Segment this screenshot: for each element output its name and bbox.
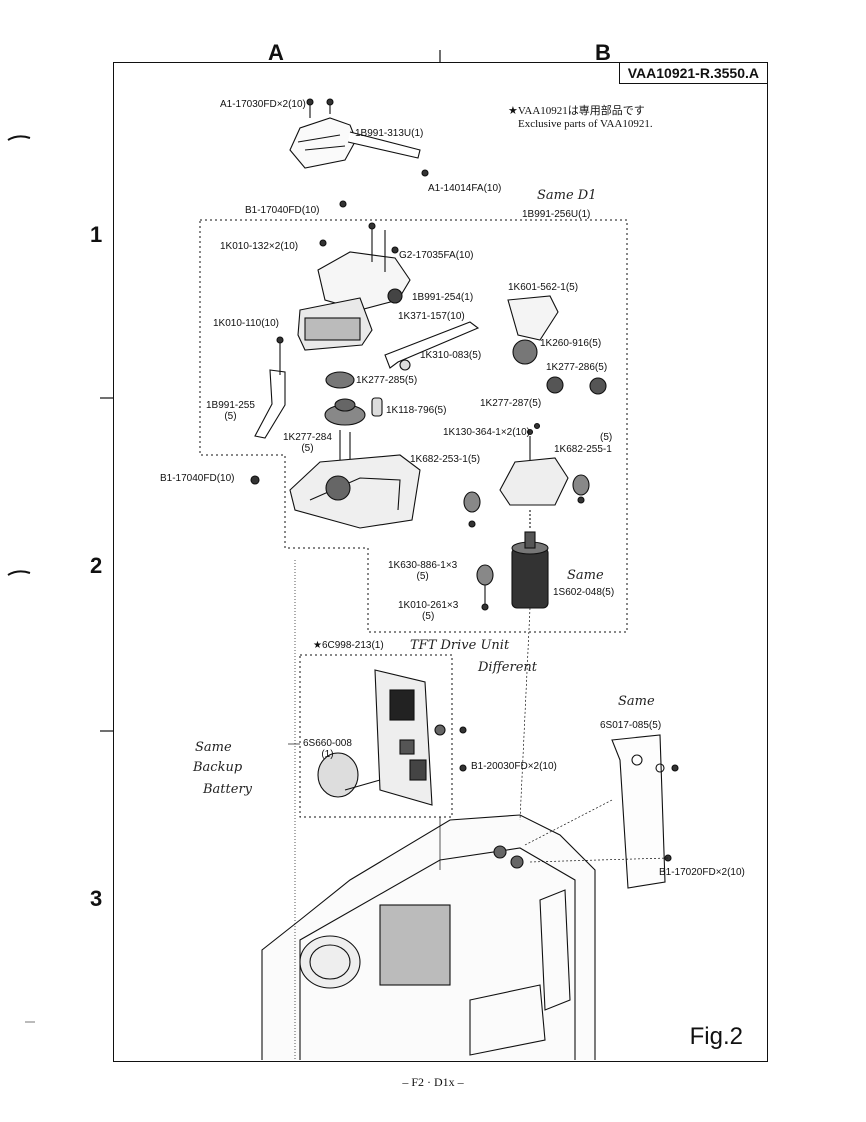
left-lever (254, 336, 286, 439)
part-label-1k601-562-1: 1K601-562-1(5) (508, 282, 579, 293)
handwritten-backup-line2: Backup (193, 760, 243, 775)
part-label-1k277-284-qty: (5) (301, 443, 314, 454)
right-plate (611, 734, 679, 889)
part-label-6s017-085: 6S017-085(5) (600, 720, 662, 731)
part-label-b1-20030fd: B1-20030FD×2(10) (471, 761, 557, 772)
part-label-1k310-083: 1K310-083(5) (420, 350, 482, 361)
handwritten-same-motor: Same (567, 568, 604, 583)
handwritten-same-right: Same (618, 694, 655, 709)
part-label-1k682-253-1: 1K682-253-1(5) (410, 454, 481, 465)
part-label-6s660-008-number: 6S660-008 (303, 738, 352, 749)
lower-base (250, 454, 421, 529)
row-label-2: 2 (90, 553, 103, 578)
part-label-6c998-213: ★6C998-213(1) (313, 640, 384, 651)
part-label-a1-17030fd: A1-17030FD×2(10) (220, 99, 306, 110)
part-label-g2-17035fa: G2-17035FA(10) (399, 250, 474, 261)
part-label-1k277-284: 1K277-284 (5) (283, 432, 332, 454)
part-label-6s660-008: 6S660-008 (1) (303, 738, 352, 760)
part-label-1k260-916: 1K260-916(5) (540, 338, 602, 349)
part-label-6s660-008-qty: (1) (321, 749, 334, 760)
tft-drive-board (317, 669, 467, 806)
column-label-a: A (268, 40, 284, 65)
part-label-1b991-313u: 1B991-313U(1) (355, 128, 424, 139)
exclusive-parts-note: ★VAA10921は専用部品です Exclusive parts of VAA1… (508, 105, 653, 131)
page-footer: – F2 · D1x – (402, 1075, 464, 1089)
part-label-b1-17040fd-left: B1-17040FD(10) (160, 473, 235, 484)
part-label-1k630-886-1-number: 1K630-886-1×3 (388, 560, 458, 571)
row-label-3: 3 (90, 886, 103, 911)
part-label-1k682-255-1-qty: (5) (600, 432, 613, 443)
note-japanese: ★VAA10921は専用部品です (508, 105, 645, 117)
motor (476, 510, 549, 611)
part-label-1b991-254: 1B991-254(1) (412, 292, 474, 303)
part-label-1b991-256u: 1B991-256U(1) (522, 209, 591, 220)
part-label-1k130-364-1: 1K130-364-1×2(10) (443, 427, 531, 438)
figure-label: Fig.2 (689, 1023, 743, 1050)
part-label-1k277-284-number: 1K277-284 (283, 432, 332, 443)
part-label-b1-17040fd-top: B1-17040FD(10) (245, 205, 320, 216)
row-label-1: 1 (90, 222, 103, 247)
part-label-1k277-285: 1K277-285(5) (356, 375, 418, 386)
part-label-1b991-255-number: 1B991-255 (206, 400, 255, 411)
column-label-b: B (595, 40, 611, 65)
handwritten-backup-line3: Battery (203, 782, 253, 797)
part-label-1k010-132: 1K010-132×2(10) (220, 241, 299, 252)
part-label-1k277-286: 1K277-286(5) (546, 362, 608, 373)
note-english: Exclusive parts of VAA10921. (518, 118, 653, 130)
part-label-1k010-261-number: 1K010-261×3 (398, 600, 459, 611)
part-label-1b991-255-qty: (5) (224, 411, 237, 422)
part-label-1k630-886-1-qty: (5) (416, 571, 429, 582)
handwritten-backup-line1: Same (195, 740, 232, 755)
part-label-1k118-796: 1K118-796(5) (386, 405, 447, 416)
part-label-1s602-048: 1S602-048(5) (553, 587, 615, 598)
gear-stack (324, 371, 383, 480)
part-label-a1-14014fa: A1-14014FA(10) (428, 183, 502, 194)
part-label-1k010-261-qty: (5) (422, 611, 435, 622)
top-dial-unit (289, 98, 429, 177)
diagram-frame: VAA10921-R.3550.A Fig.2 (113, 62, 768, 1062)
part-label-1k630-886-1: 1K630-886-1×3 (5) (388, 560, 457, 582)
part-label-1k010-110: 1K010-110(10) (213, 318, 279, 329)
handwritten-tft-line1: TFT Drive Unit (410, 638, 510, 653)
handwritten-same-d1: Same D1 (537, 188, 597, 203)
part-label-1k010-261: 1K010-261×3 (5) (398, 600, 458, 622)
part-label-1k371-157: 1K371-157(10) (398, 311, 465, 322)
right-bracket (463, 295, 607, 528)
part-label-1b991-255: 1B991-255 (5) (206, 400, 255, 422)
handwritten-tft-line2: Different (478, 660, 537, 675)
part-label-1k682-255-1: 1K682-255-1 (554, 444, 612, 455)
part-label-b1-17020fd: B1-17020FD×2(10) (659, 867, 745, 878)
part-label-1k277-287: 1K277-287(5) (480, 398, 542, 409)
camera-body (261, 814, 596, 1060)
upper-mechanism (297, 200, 480, 371)
document-id: VAA10921-R.3550.A (618, 63, 767, 84)
